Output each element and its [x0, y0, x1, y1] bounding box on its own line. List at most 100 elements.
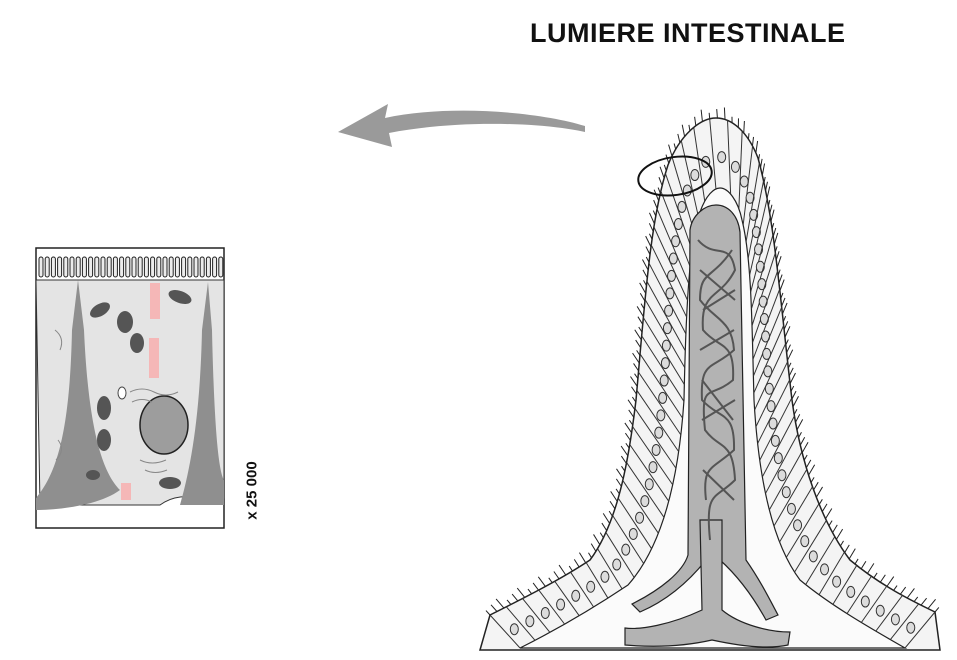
microvillus	[630, 376, 637, 386]
cell-nucleus	[801, 536, 809, 547]
microvillus	[770, 205, 772, 214]
microvillus	[625, 433, 630, 440]
microvillus	[764, 177, 765, 183]
cell-nucleus	[861, 596, 869, 607]
microvillus	[701, 110, 702, 122]
microvillus	[809, 465, 815, 475]
cell-nucleus	[641, 496, 649, 507]
microvillus	[819, 499, 822, 504]
microvillus	[784, 321, 788, 329]
microvillus	[138, 257, 142, 277]
microvillus	[855, 559, 858, 564]
microvillus	[752, 137, 753, 146]
microvillus	[642, 259, 648, 270]
microvillus	[689, 125, 690, 131]
microvillus	[182, 257, 186, 277]
microvillus	[169, 257, 173, 277]
microvillus	[804, 455, 807, 460]
microvillus	[611, 491, 618, 501]
microvillus	[826, 508, 832, 518]
cell-nucleus	[541, 607, 549, 618]
microvillus	[756, 141, 758, 153]
microvillus	[799, 432, 802, 437]
cell-nucleus	[622, 544, 630, 555]
microvillus	[633, 353, 640, 363]
microvillus	[120, 257, 124, 277]
microvillus	[709, 113, 710, 119]
microvillus	[887, 577, 894, 587]
microvillus	[792, 391, 796, 399]
microvillus	[814, 482, 819, 490]
microvillus	[921, 598, 927, 605]
microvillus	[840, 541, 843, 546]
microvillus	[579, 553, 585, 563]
microvillus	[496, 599, 504, 608]
microvillus	[538, 577, 545, 587]
microvillus	[654, 200, 658, 208]
microvillus	[45, 257, 49, 277]
microvillus	[787, 345, 791, 353]
microvillus	[880, 575, 885, 582]
enlarged-enterocytes-panel	[36, 248, 224, 528]
microvillus	[802, 442, 808, 452]
microvillus	[82, 257, 86, 277]
magnification-label: x 25 000	[242, 452, 262, 532]
microvillus	[695, 117, 696, 126]
microvillus	[621, 446, 628, 456]
microvillus	[790, 373, 795, 384]
microvillus	[653, 211, 655, 216]
microvillus	[219, 257, 223, 277]
cell-nucleus	[636, 512, 644, 523]
microvillus	[724, 108, 725, 120]
cell-nucleus	[778, 470, 786, 481]
microvillus	[569, 566, 572, 571]
cell-nucleus	[572, 590, 580, 601]
microvillus	[634, 363, 639, 370]
microvillus	[800, 437, 804, 445]
microvillus	[658, 188, 660, 194]
microvillus	[51, 257, 55, 277]
microvillus	[678, 134, 680, 143]
cell-nucleus	[833, 576, 841, 587]
microvillus	[507, 600, 511, 605]
microvillus	[643, 270, 647, 278]
microvillus	[640, 293, 645, 301]
cell-nucleus	[660, 375, 668, 386]
microvillus	[780, 280, 784, 291]
microvillus	[213, 257, 217, 277]
cell-nucleus	[691, 170, 699, 181]
microvillus	[89, 257, 93, 277]
cell-nucleus	[809, 551, 817, 562]
microvillus	[822, 504, 827, 512]
microvillus	[935, 607, 939, 612]
microvillus	[635, 330, 642, 340]
cell-nucleus	[758, 279, 766, 290]
microvillus	[609, 511, 612, 516]
curved-arrow	[338, 104, 585, 147]
microvillus	[194, 257, 198, 277]
cell-nucleus	[769, 418, 777, 429]
microvillus	[768, 200, 769, 206]
microvillus	[486, 611, 490, 615]
microvillus	[591, 544, 596, 552]
microvillus	[779, 275, 782, 283]
microvillus	[626, 443, 629, 448]
microvillus	[638, 317, 643, 325]
cell-nucleus	[718, 152, 726, 163]
microvillus	[641, 304, 644, 309]
cell-nucleus	[645, 479, 653, 490]
cell-nucleus	[659, 392, 667, 403]
microvillus	[649, 223, 653, 231]
microvillus	[629, 420, 632, 425]
microvillus	[793, 396, 799, 407]
microvillus	[649, 234, 652, 239]
cell-nucleus	[740, 176, 748, 187]
microvillus	[748, 133, 749, 139]
microvillus	[76, 257, 80, 277]
cell-nucleus	[731, 161, 739, 172]
microvillus	[782, 298, 785, 306]
microvillus	[528, 589, 532, 594]
cell-nucleus	[847, 586, 855, 597]
microvillus	[636, 340, 641, 348]
microvillus	[512, 594, 518, 601]
